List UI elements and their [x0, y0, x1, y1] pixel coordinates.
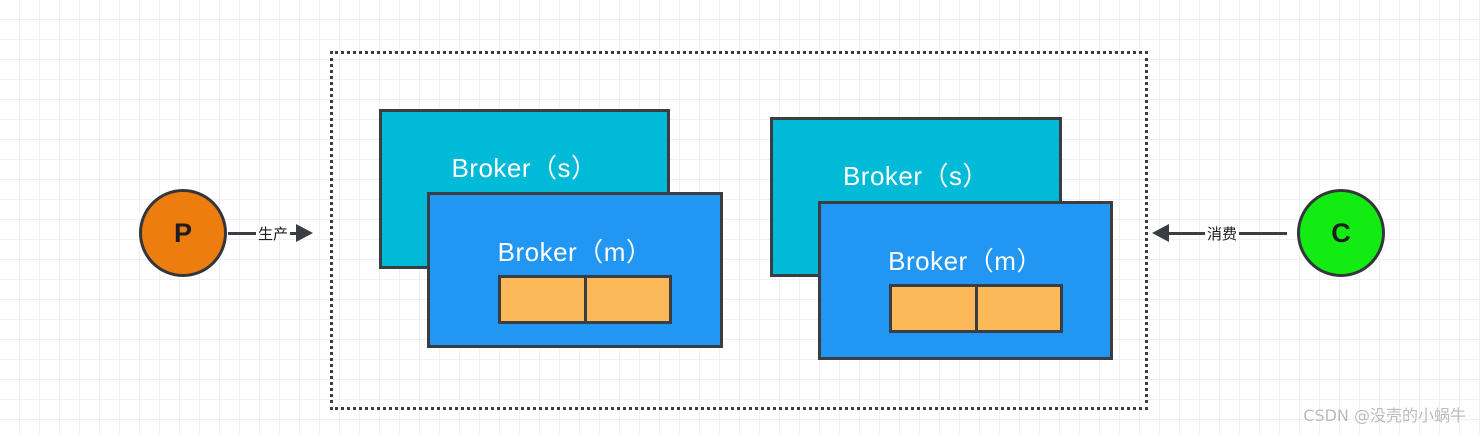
consumer-connector-line-right	[1239, 231, 1288, 235]
broker-master-label-1: Broker（m）	[497, 237, 653, 267]
broker-master-box-1[interactable]: Broker（m）	[427, 192, 723, 348]
consumer-node[interactable]: C	[1297, 189, 1385, 277]
broker-slave-label-1: Broker（s）	[451, 153, 598, 183]
partition-cell[interactable]	[583, 278, 669, 321]
producer-connector-label: 生产	[258, 224, 289, 243]
partition-row-2	[889, 284, 1063, 333]
producer-label: P	[173, 217, 192, 248]
consumer-connector-label: 消费	[1207, 224, 1238, 243]
producer-connector-line-left	[228, 231, 256, 235]
partition-row-1	[498, 275, 672, 324]
partition-cell[interactable]	[974, 287, 1060, 330]
producer-connector-line-right	[290, 231, 297, 235]
broker-master-box-2[interactable]: Broker（m）	[818, 201, 1113, 360]
consumer-connector-line-left	[1169, 231, 1205, 235]
partition-cell[interactable]	[501, 278, 584, 321]
producer-connector: 生产	[228, 216, 336, 250]
partition-cell[interactable]	[892, 287, 975, 330]
consumer-arrow-icon	[1152, 224, 1169, 242]
watermark: CSDN @没壳的小蜗牛	[1303, 406, 1466, 425]
cluster-boundary	[330, 51, 1148, 410]
consumer-label: C	[1331, 217, 1351, 248]
broker-slave-label-2: Broker（s）	[842, 161, 990, 191]
producer-arrow-icon	[296, 224, 314, 242]
producer-node[interactable]: P	[139, 189, 227, 277]
broker-master-label-2: Broker（m）	[888, 246, 1043, 276]
consumer-connector: 消费	[1152, 216, 1298, 250]
